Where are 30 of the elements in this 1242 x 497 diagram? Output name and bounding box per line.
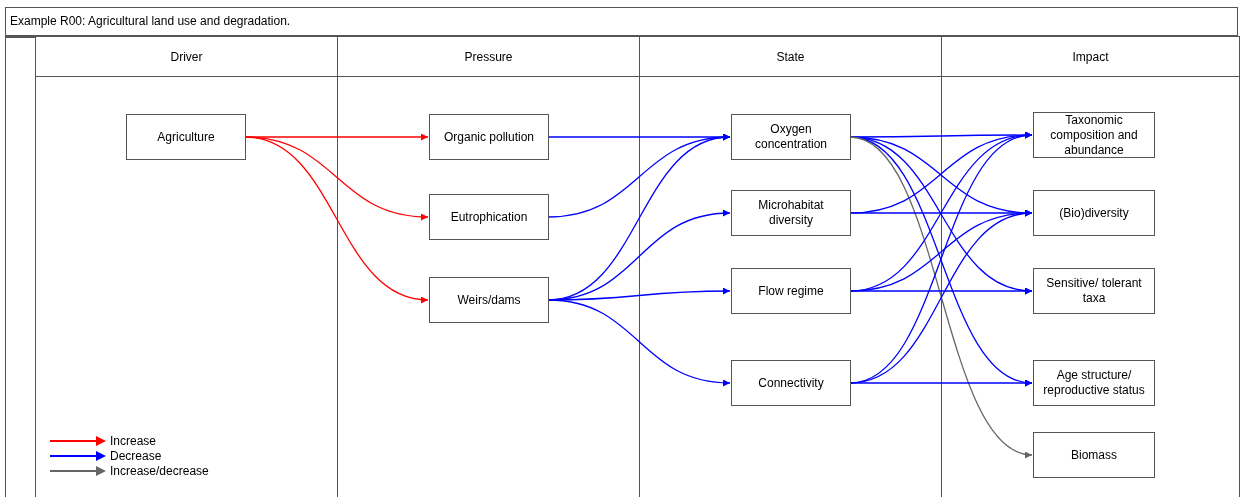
legend-label: Decrease (110, 448, 162, 463)
process-box: Oxygen concentration (731, 114, 851, 160)
process-box: Organic pollution (429, 114, 549, 160)
legend-label: Increase (110, 433, 157, 448)
lane-header: Driver (36, 37, 337, 77)
process-box: (Bio)diversity (1033, 190, 1155, 236)
arrow (849, 379, 1033, 387)
process-box: Agriculture (126, 114, 246, 160)
lane-header: State (640, 37, 941, 77)
lane-header: Pressure (338, 37, 639, 77)
swimlane (337, 37, 639, 497)
process-box: Eutrophication (429, 194, 549, 240)
process-box: Connectivity (731, 360, 851, 406)
lane-header: Impact (942, 37, 1239, 77)
process-box: Microhabitat diversity (731, 190, 851, 236)
process-box: Biomass (1033, 432, 1155, 478)
diagram-title: Example R00: Agricultural land use and degradation. (5, 7, 1238, 36)
arrow (244, 136, 429, 303)
legend-label: Increase/decrease (110, 463, 209, 478)
arrow (849, 287, 1033, 295)
swimlane (941, 37, 1240, 497)
process-box: Age structure/ reproductive status (1033, 360, 1155, 406)
swimlane (639, 37, 941, 497)
arrow (849, 136, 1033, 457)
arrow (547, 299, 731, 386)
process-box: Taxonomic composition and abundance (1033, 112, 1155, 158)
swimlane (35, 37, 337, 497)
process-box: Weirs/dams (429, 277, 549, 323)
process-box: Sensitive/ tolerant taxa (1033, 268, 1155, 314)
process-box: Flow regime (731, 268, 851, 314)
